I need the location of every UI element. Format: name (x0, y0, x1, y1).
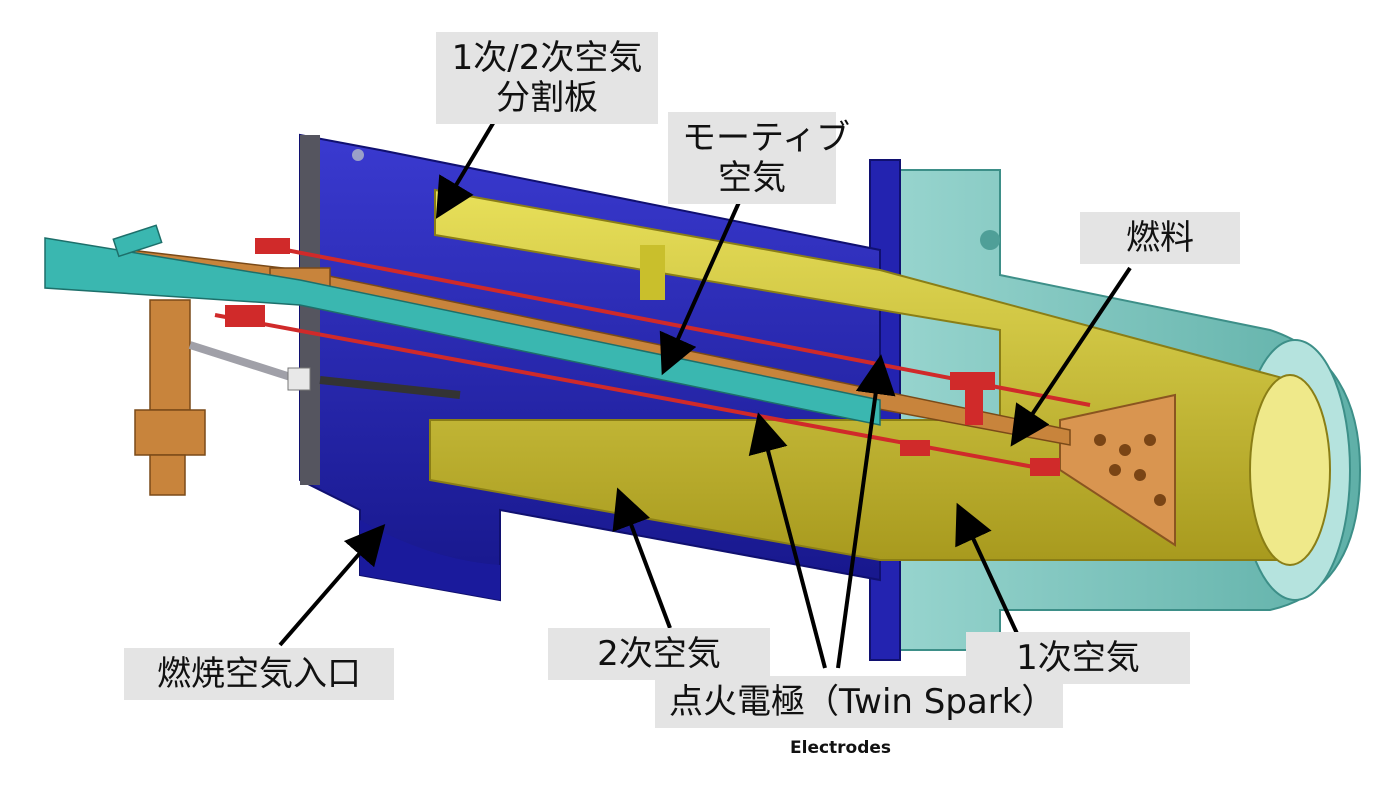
label-divider-plate-line-1: 1次/2次空気 (451, 38, 643, 78)
label-divider-plate: 1次/2次空気 分割板 (436, 32, 658, 124)
label-motive-air: モーティブ 空気 (668, 112, 850, 204)
caption-electrodes: Electrodes (790, 738, 892, 758)
arrow-primary-air (955, 502, 1022, 641)
label-primary-air: 1次空気 (966, 632, 1190, 684)
label-combustion-air-inlet: 燃焼空気入口 (124, 648, 394, 700)
arrow-combustion-air-inlet (278, 523, 386, 647)
label-secondary-air: 2次空気 (548, 628, 770, 680)
fuel-swirler (1059, 393, 1176, 547)
label-ignition-electrodes: 点火電極（Twin Spark） (655, 676, 1063, 728)
label-motive-air-line-1: モーティブ (682, 118, 850, 158)
arrow-motive-air (659, 199, 742, 376)
arrow-electrode-2 (836, 354, 896, 669)
arrow-fuel (1010, 266, 1132, 447)
arrow-divider-plate (435, 113, 500, 219)
label-motive-air-line-2: 空気 (718, 158, 786, 198)
ignition-electrodes (214, 238, 1091, 476)
label-fuel: 燃料 (1080, 212, 1240, 264)
label-divider-plate-line-2: 分割板 (496, 78, 598, 118)
arrow-secondary-air (612, 487, 672, 629)
leader-arrows (278, 113, 1132, 669)
arrow-electrode-1 (748, 412, 827, 669)
motive-air-pipe (44, 224, 881, 426)
support-rods (188, 341, 461, 399)
